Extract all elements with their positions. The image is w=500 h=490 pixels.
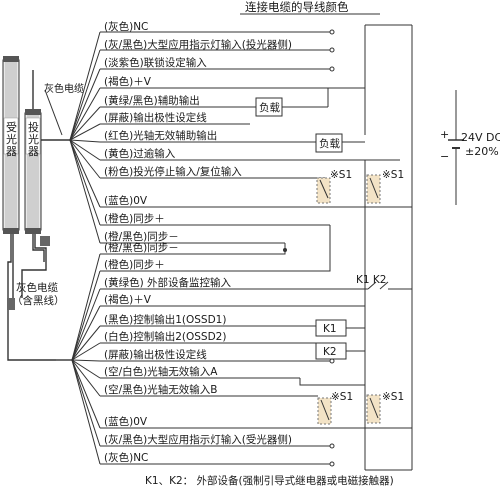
load-2-label: 负载 [319,137,340,150]
supply-minus: − [440,150,449,163]
receiver-wire-9: (空/黑色)光轴无效输入B [104,383,217,396]
emitter-wire-terminals [329,29,335,72]
relay-k2-label: K2 [323,346,337,358]
load-1-label: 负载 [259,101,280,114]
supply-tolerance: ±20% [465,145,499,158]
receiver-wire-3: (黄绿色) 外部设备监控输入 [104,276,232,289]
emitter-wire-9: (粉色)投光停止输入/复位输入 [104,165,242,178]
relay-k1-label: K1 [323,323,337,335]
emitter-wire-6: (屏蔽)输出极性设定线 [104,111,207,124]
gray-cable-black-label-1: 灰色电缆 [16,281,58,294]
emitter-unit [24,109,42,234]
emitter-wire-1: (灰色)NC [104,20,148,33]
emitter-fan [69,31,101,244]
emitter-wire-11: (橙色)同步＋ [104,212,165,225]
supply-voltage: 24V DC [461,131,500,144]
switch-s1-3: ※S1 [331,391,353,403]
load-1 [255,97,283,117]
receiver-label-char-3: 器 [6,145,17,158]
receiver-wire-2: (橙色)同步＋ [104,258,165,271]
receiver-wire-11: (灰/黑色)大型应用指示灯输入(受光器侧) [104,433,292,446]
relay-contacts-label: K1 K2 [356,274,386,286]
switch-s1-2: ※S1 [382,169,404,181]
receiver-label-char-2: 光 [6,132,17,146]
receiver-fan [71,253,101,465]
emitter-wire-8: (黄色)过逾输入 [104,147,176,160]
receiver-wire-5: (黑色)控制输出1(OSSD1) [104,313,226,326]
receiver-wire-8: (空/白色)光轴无效输入A [104,365,218,378]
receiver-wire-12: (灰色)NC [104,451,148,464]
emitter-label-char-1: 投 [28,120,39,134]
power-supply [364,24,464,471]
receiver-wire-7: (屏蔽)输出极性设定线 [104,348,207,361]
receiver-label-char-1: 受 [6,121,17,134]
emitter-wire-2: (灰/黑色)大型应用指示灯输入(投光器侧) [104,38,292,51]
emitter-label-char-2: 光 [28,132,39,146]
emitter-wire-3: (淡紫色)联锁设定输入 [104,56,207,69]
receiver-wire-lines [100,288,412,465]
emitter-wire-7: (红色)光轴无效辅助输出 [104,129,217,142]
receiver-unit [2,56,20,234]
emitter-label-char-3: 器 [28,145,39,158]
gray-cable-black-label-2: （含黑线） [12,294,65,307]
load-2 [315,133,343,153]
emitter-wire-5: (黄绿/黑色)辅助输出 [104,94,200,107]
receiver-wire-10: (蓝色)0V [104,415,148,428]
receiver-wire-4: (褐色)＋V [104,293,152,306]
switch-s1-4: ※S1 [382,391,404,403]
emitter-wire-lines [100,31,412,244]
emitter-wire-4: (褐色)＋V [104,75,152,88]
gray-cable-label: 灰色电缆 [44,82,84,95]
receiver-wire-6: (白色)控制输出2(OSSD2) [104,330,226,343]
switch-s1-1: ※S1 [330,169,352,181]
emitter-wire-10: (蓝色)0V [104,194,148,207]
diagram-title: 连接电缆的导线颜色 [245,0,349,14]
footnote: K1、K2： 外部设备(强制引导式继电器或电磁接触器) [145,474,394,487]
supply-plus: + [440,128,449,141]
receiver-wire-1: (橙/黑色)同步－ [104,241,179,254]
emitter-wire-12: (橙/黑色)同步－ [104,230,179,243]
